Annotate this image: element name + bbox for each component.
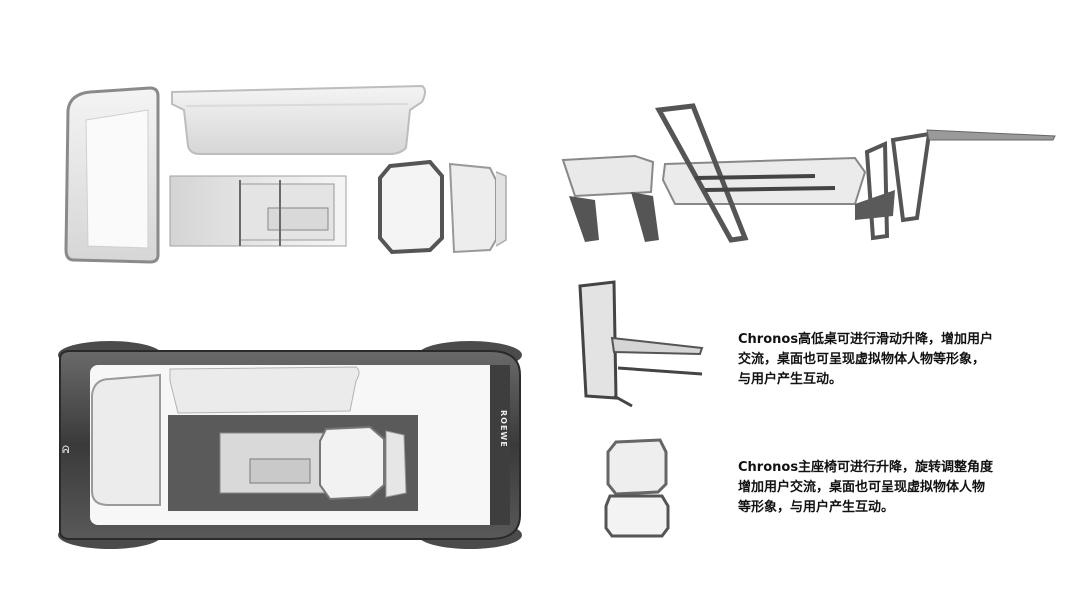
sliding-table-side	[855, 129, 1056, 241]
main-seat-top-view	[378, 159, 507, 255]
seat-caption-line: 等形象，与用户产生互动。	[738, 500, 895, 515]
seat-side-view	[561, 154, 659, 242]
rear-bench-seat	[64, 86, 160, 264]
desk-caption-line: 与用户产生互动。	[738, 372, 843, 387]
seat-caption-line: 增加用户交流，桌面也可呈现虚拟物体人物	[738, 480, 986, 495]
desk-detail-view	[578, 280, 704, 408]
svg-text:ᕱ: ᕱ	[62, 445, 69, 456]
top-cushion	[171, 84, 426, 155]
bench-in-car	[91, 373, 161, 506]
seat-caption: Chronos主座椅可进行升降，旋转调整角度 增加用户交流，桌面也可呈现虚拟物体…	[738, 458, 993, 518]
desk-caption: Chronos高低桌可进行滑动升降，增加用户 交流，桌面也可呈现虚拟物体人物等形…	[738, 330, 993, 390]
desk-caption-line: Chronos高低桌可进行滑动升降，增加用户	[738, 332, 994, 347]
cushion-in-car	[169, 366, 360, 414]
desk-caption-line: 交流，桌面也可呈现虚拟物体人物等形象，	[738, 352, 986, 367]
glass-table	[169, 175, 347, 247]
vehicle-top-view: ROEWE ᕱ	[58, 341, 522, 549]
interior-components-top-view	[64, 84, 507, 264]
seat-in-car	[319, 425, 385, 501]
roewe-logo: ROEWE	[499, 410, 508, 448]
interior-side-view	[561, 103, 1056, 243]
seat-caption-line: Chronos主座椅可进行升降，旋转调整角度	[738, 460, 994, 475]
bench-side-view	[655, 103, 867, 243]
seat-detail-view	[604, 438, 670, 538]
